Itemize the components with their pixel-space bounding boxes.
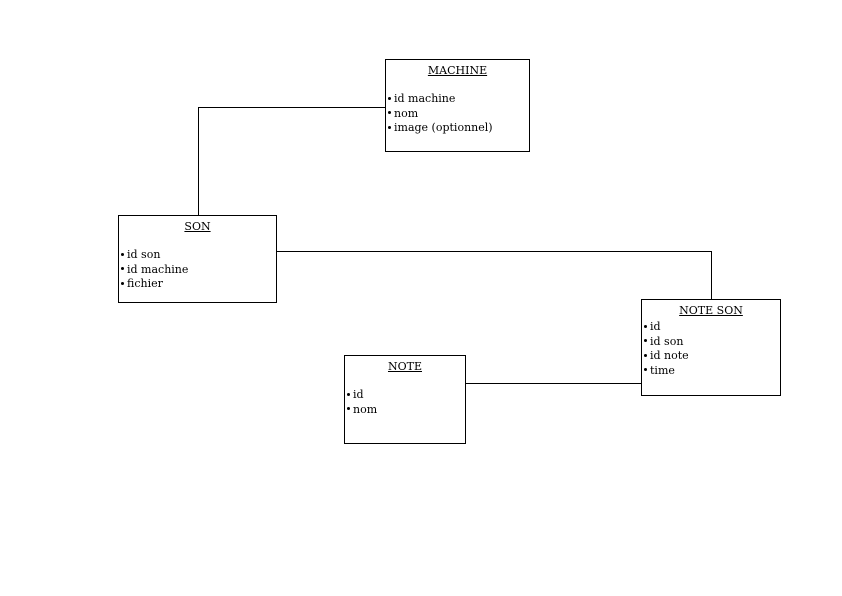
- attribute-item: id son: [121, 248, 276, 263]
- entity-title: MACHINE: [427, 64, 488, 77]
- bullet-icon: [388, 96, 391, 100]
- attribute-label: id son: [650, 334, 684, 348]
- attribute-label: time: [650, 363, 675, 377]
- attribute-item: image (optionnel): [388, 121, 529, 136]
- attribute-item: fichier: [121, 277, 276, 292]
- attribute-item: nom: [347, 403, 465, 418]
- attribute-label: image (optionnel): [394, 121, 493, 134]
- attribute-item: id machine: [121, 263, 276, 278]
- attribute-label: nom: [394, 106, 419, 120]
- connector-son-note-son: [276, 251, 712, 300]
- entity-son[interactable]: SON id son id machine fichier: [118, 215, 277, 303]
- attribute-list: id id son id note time: [642, 320, 780, 378]
- bullet-icon: [644, 324, 647, 328]
- entity-note[interactable]: NOTE id nom: [344, 355, 466, 444]
- attribute-label: id: [650, 320, 661, 333]
- bullet-icon: [347, 392, 350, 396]
- entity-machine[interactable]: MACHINE id machine nom image (optionnel): [385, 59, 530, 152]
- bullet-icon: [121, 252, 124, 256]
- entity-title: SON: [184, 220, 211, 233]
- attribute-item: time: [644, 364, 780, 379]
- attribute-item: id note: [644, 349, 780, 364]
- attribute-label: id: [353, 388, 364, 401]
- bullet-icon: [121, 281, 124, 285]
- bullet-icon: [388, 111, 391, 114]
- attribute-label: nom: [353, 402, 378, 416]
- entity-title: NOTE SON: [679, 304, 743, 317]
- attribute-item: nom: [388, 107, 529, 122]
- attribute-label: id note: [650, 349, 689, 362]
- bullet-icon: [644, 339, 647, 342]
- bullet-icon: [347, 407, 350, 410]
- attribute-label: fichier: [127, 277, 163, 290]
- connector-son-machine: [198, 107, 386, 215]
- entity-title: NOTE: [387, 360, 422, 373]
- bullet-icon: [644, 353, 647, 357]
- attribute-item: id son: [644, 335, 780, 350]
- attribute-label: id machine: [394, 92, 456, 105]
- entity-note-son[interactable]: NOTE SON id id son id note time: [641, 299, 781, 396]
- attribute-list: id nom: [345, 388, 465, 417]
- bullet-icon: [121, 267, 124, 270]
- bullet-icon: [644, 368, 647, 371]
- attribute-label: id machine: [127, 262, 189, 276]
- attribute-list: id machine nom image (optionnel): [386, 92, 529, 136]
- attribute-list: id son id machine fichier: [119, 248, 276, 292]
- attribute-item: id: [644, 320, 780, 335]
- attribute-item: id machine: [388, 92, 529, 107]
- bullet-icon: [388, 125, 391, 129]
- attribute-label: id son: [127, 248, 161, 261]
- attribute-item: id: [347, 388, 465, 403]
